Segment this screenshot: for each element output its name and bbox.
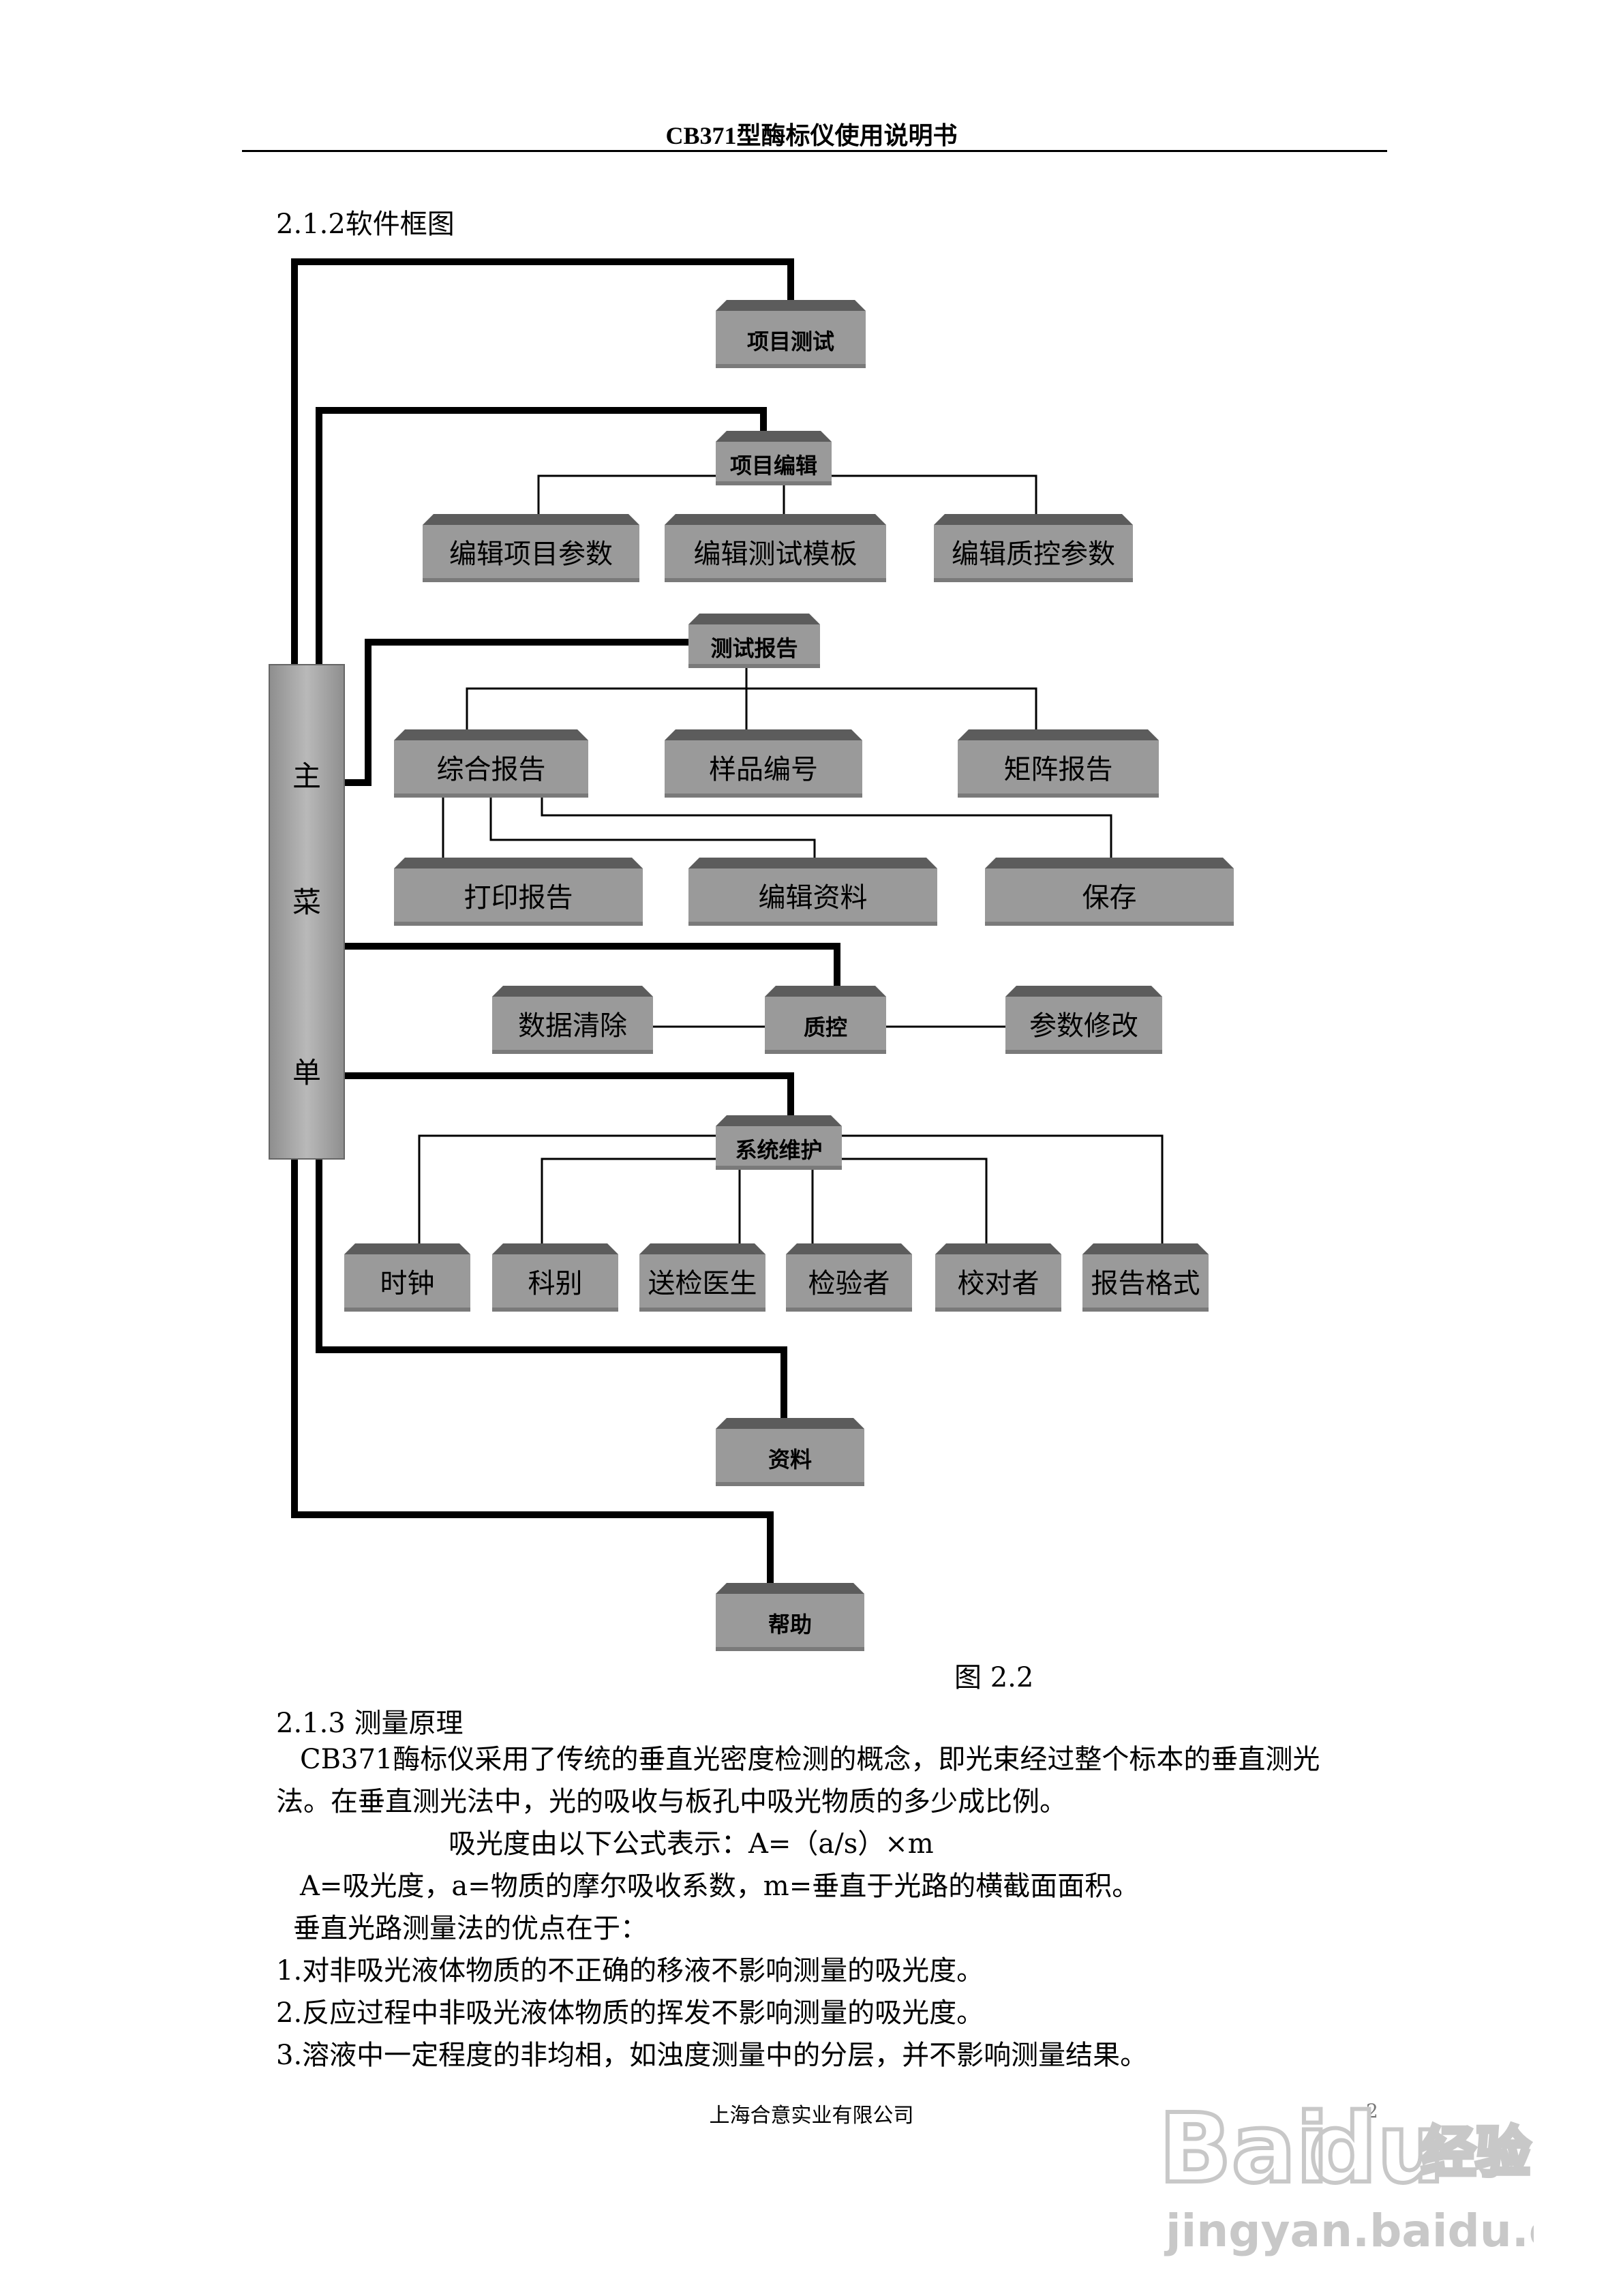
paragraph-line-2: 法。在垂直测光法中，光的吸收与板孔中吸光物质的多少成比例。 [276, 1786, 1067, 1817]
advantages-intro: 垂直光路测量法的优点在于： [293, 1913, 648, 1944]
box-examiner-label: 检验者 [808, 1268, 890, 1299]
connector-project-test [291, 258, 794, 665]
advantage-item-2: 2.反应过程中非吸光液体物质的挥发不影响测量的吸光度。 [276, 1997, 984, 2029]
watermark-brand: Bai [1159, 2094, 1329, 2205]
box-proofreader-label: 校对者 [958, 1268, 1040, 1299]
box-sample-number[interactable]: 样品编号 [665, 729, 862, 798]
box-param-modify-label: 参数修改 [1029, 1010, 1138, 1042]
connector-test-report [344, 639, 688, 786]
box-report-format[interactable]: 报告格式 [1082, 1243, 1209, 1312]
box-project-edit-label: 项目编辑 [730, 453, 817, 479]
box-referring-doctor[interactable]: 送检医生 [639, 1243, 765, 1312]
main-menu-box[interactable]: 主 菜 单 [269, 664, 345, 1160]
box-data-label: 资料 [768, 1447, 812, 1472]
box-project-edit[interactable]: 项目编辑 [716, 431, 832, 485]
box-edit-test-template[interactable]: 编辑测试模板 [665, 514, 886, 582]
box-save-label: 保存 [1082, 882, 1137, 913]
box-report-format-label: 报告格式 [1091, 1268, 1200, 1299]
watermark-paw-text: du [1309, 2094, 1445, 2205]
main-menu-char-3: 单 [292, 1056, 321, 1089]
box-test-report-label: 测试报告 [710, 635, 798, 661]
box-referring-doctor-label: 送检医生 [648, 1268, 757, 1299]
box-edit-data-label: 编辑资料 [759, 882, 868, 913]
box-edit-data[interactable]: 编辑资料 [688, 858, 937, 926]
footer-company: 上海合意实业有限公司 [709, 2104, 914, 2128]
box-edit-test-template-label: 编辑测试模板 [694, 539, 858, 570]
box-matrix-report-label: 矩阵报告 [1004, 754, 1113, 785]
box-clock-label: 时钟 [380, 1268, 435, 1299]
advantage-item-1: 1.对非吸光液体物质的不正确的移液不影响测量的吸光度。 [276, 1955, 984, 1987]
baidu-jingyan-watermark: Bai du 经验 jingyan.baidu.com [1157, 2091, 1534, 2257]
section-heading-212: 2.1.2软件框图 [276, 209, 455, 240]
header-divider [242, 150, 1387, 152]
section-heading-213: 2.1.3 测量原理 [276, 1708, 464, 1739]
definitions: A=吸光度，a=物质的摩尔吸收系数，m=垂直于光路的横截面面积。 [300, 1871, 1140, 1902]
box-matrix-report[interactable]: 矩阵报告 [958, 729, 1159, 798]
box-project-test[interactable]: 项目测试 [716, 300, 866, 368]
box-clock[interactable]: 时钟 [344, 1243, 470, 1312]
box-system-maintenance[interactable]: 系统维护 [716, 1115, 842, 1170]
box-system-maintenance-label: 系统维护 [735, 1137, 822, 1163]
box-edit-qc-params[interactable]: 编辑质控参数 [934, 514, 1133, 582]
watermark-suffix: 经验 [1421, 2121, 1530, 2184]
box-param-modify[interactable]: 参数修改 [1005, 986, 1162, 1054]
box-edit-project-params-label: 编辑项目参数 [449, 539, 613, 570]
box-project-test-label: 项目测试 [747, 329, 834, 354]
main-menu-char-1: 主 [292, 759, 321, 793]
box-qc[interactable]: 质控 [765, 986, 886, 1054]
paragraph-line-1: CB371酶标仪采用了传统的垂直光密度检测的概念，即光束经过整个标本的垂直测光 [300, 1744, 1320, 1775]
connector-help [291, 1159, 774, 1583]
connector-data [316, 1159, 787, 1418]
box-qc-label: 质控 [804, 1014, 847, 1040]
box-proofreader[interactable]: 校对者 [935, 1243, 1061, 1312]
advantage-item-3: 3.溶液中一定程度的非均相，如浊度测量中的分层，并不影响测量结果。 [276, 2040, 1148, 2071]
connector-project-edit [316, 407, 767, 665]
connector-system-maintenance [344, 1072, 794, 1115]
box-department[interactable]: 科别 [492, 1243, 618, 1312]
box-save[interactable]: 保存 [985, 858, 1234, 926]
box-edit-project-params[interactable]: 编辑项目参数 [423, 514, 639, 582]
watermark-url: jingyan.baidu.com [1164, 2205, 1534, 2257]
box-test-report[interactable]: 测试报告 [688, 614, 820, 668]
box-composite-report-label: 综合报告 [437, 754, 546, 785]
box-examiner[interactable]: 检验者 [786, 1243, 912, 1312]
main-connectors [291, 258, 840, 1583]
connector-qc [344, 943, 840, 986]
box-data-clear[interactable]: 数据清除 [492, 986, 653, 1054]
figure-caption: 图 2.2 [954, 1662, 1034, 1693]
box-help[interactable]: 帮助 [716, 1583, 864, 1651]
box-sample-number-label: 样品编号 [709, 754, 818, 785]
formula: 吸光度由以下公式表示：A=（a/s）×m [449, 1828, 934, 1860]
box-department-label: 科别 [528, 1268, 583, 1299]
box-print-report[interactable]: 打印报告 [394, 858, 643, 926]
document-header-title: CB371型酶标仪使用说明书 [665, 122, 958, 149]
box-data[interactable]: 资料 [716, 1418, 864, 1486]
box-data-clear-label: 数据清除 [518, 1010, 627, 1042]
main-menu-char-2: 菜 [292, 886, 321, 919]
box-edit-qc-params-label: 编辑质控参数 [952, 539, 1115, 570]
page-number: 2 [1366, 2100, 1378, 2122]
box-help-label: 帮助 [768, 1612, 812, 1637]
box-composite-report[interactable]: 综合报告 [394, 729, 588, 798]
box-print-report-label: 打印报告 [464, 882, 573, 913]
